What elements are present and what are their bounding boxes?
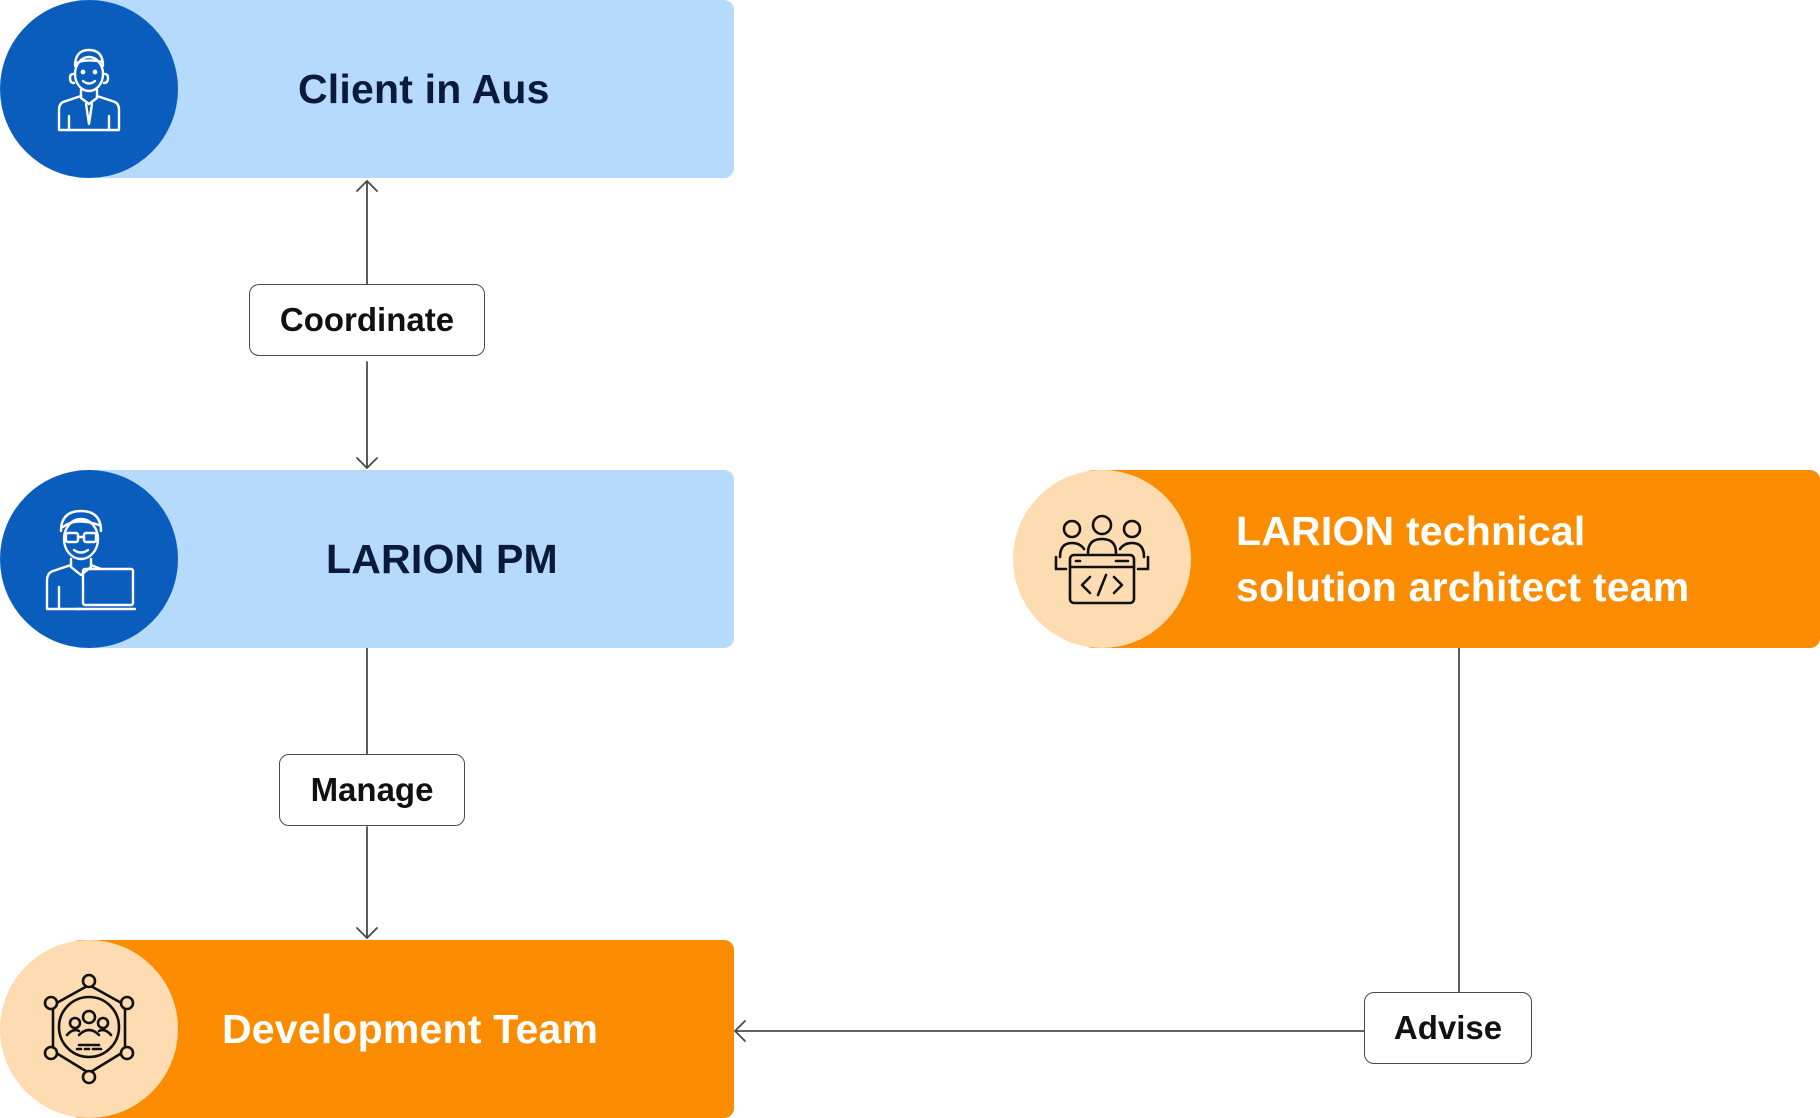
arrowhead-up	[356, 180, 378, 192]
client-box: Client in Aus	[70, 0, 734, 178]
team-network-icon	[43, 973, 135, 1085]
pm-label: LARION PM	[326, 535, 558, 582]
architect-team-avatar	[1013, 470, 1191, 648]
manage-label: Manage	[279, 754, 465, 826]
architect-team-label: LARION technical solution architect team	[1236, 470, 1689, 648]
architect-label-line2: solution architect team	[1236, 564, 1690, 610]
arrowhead-down-dev	[356, 927, 378, 939]
coordinate-label: Coordinate	[249, 284, 485, 356]
person-laptop-icon	[45, 509, 137, 611]
dev-team-box: Development Team	[70, 940, 734, 1118]
arrowhead-down-pm	[356, 457, 378, 469]
dev-team-avatar	[0, 940, 178, 1118]
developer-team-code-icon	[1054, 514, 1150, 605]
pm-avatar	[0, 470, 178, 648]
arrowhead-left	[734, 1020, 746, 1042]
architect-team-box: LARION technical solution architect team	[1083, 470, 1820, 648]
coordinate-text: Coordinate	[279, 301, 455, 338]
manage-text: Manage	[310, 771, 434, 808]
advise-text: Advise	[1393, 1009, 1503, 1046]
advise-label: Advise	[1364, 992, 1532, 1064]
pm-box: LARION PM	[70, 470, 734, 648]
businessman-icon	[57, 48, 121, 132]
client-avatar	[0, 0, 178, 178]
dev-team-label: Development Team	[222, 1005, 599, 1052]
architect-label-line1: LARION technical	[1236, 508, 1586, 554]
client-label: Client in Aus	[298, 65, 550, 112]
